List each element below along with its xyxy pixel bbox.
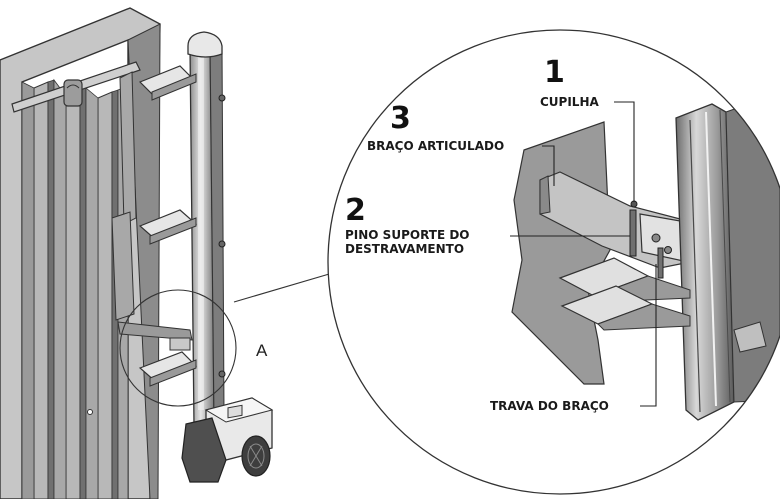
motor-unit [181, 397, 274, 483]
label-braco-articulado: BRAÇO ARTICULADO [367, 139, 505, 153]
label-pino-line-1: PINO SUPORTE DO [345, 228, 470, 242]
upper-rod [11, 61, 141, 113]
callout-number-2: 2 [345, 193, 366, 228]
zoom-detail [511, 99, 780, 421]
label-cupilha: CUPILHA [540, 95, 599, 109]
callout-number-1: 1 [544, 55, 565, 90]
detail-circle-a [119, 289, 237, 407]
callout-number-3: 3 [390, 101, 411, 136]
label-pino-line-2: DESTRAVAMENTO [345, 242, 465, 256]
label-trava-do-braco: TRAVA DO BRAÇO [490, 399, 609, 413]
gate-frame [0, 7, 161, 499]
post-brackets [117, 65, 198, 387]
callout-leaders [510, 101, 657, 407]
zoom-circle-outline [327, 29, 780, 495]
detail-letter-a: A [256, 341, 268, 360]
detail-leader [233, 271, 337, 303]
articulated-arm [111, 71, 137, 321]
